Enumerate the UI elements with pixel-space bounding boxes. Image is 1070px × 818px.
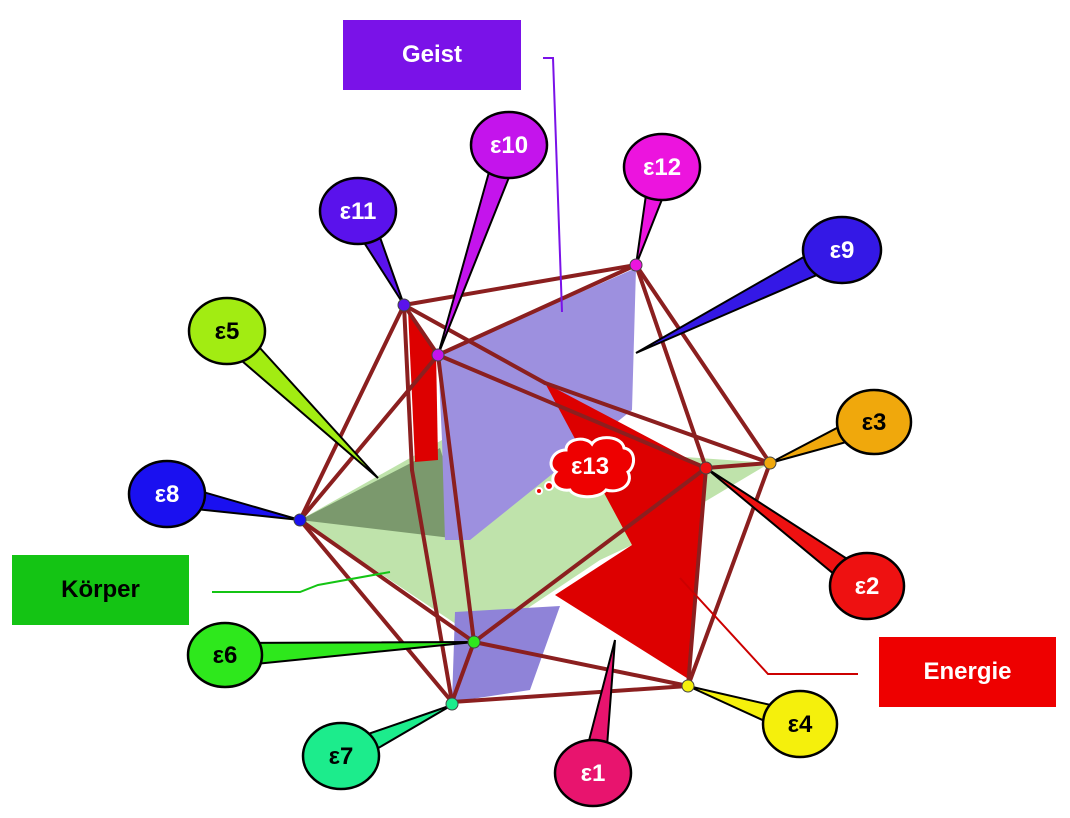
callout-label-e7: ε7 bbox=[329, 743, 354, 770]
point-callouts: ε1 ε2 ε3 ε4 ε5 ε6 ε7 ε8 ε9 ε10 ε11 ε12 bbox=[127, 110, 913, 808]
vertex-dots bbox=[293, 258, 777, 711]
callout-e2: ε2 bbox=[705, 467, 906, 621]
callout-bubble-e1 bbox=[553, 738, 633, 808]
callout-bubble-e6 bbox=[186, 621, 264, 689]
energie-label-box: Energie bbox=[879, 637, 1056, 707]
geist-connector bbox=[543, 57, 563, 313]
icosahedron-edges bbox=[298, 263, 772, 704]
vertex-dot-e8 bbox=[293, 513, 307, 527]
callout-label-e9: ε9 bbox=[830, 237, 855, 264]
geist-label-box: Geist bbox=[343, 20, 521, 90]
vertex-dot-e11 bbox=[397, 298, 411, 312]
vertex-dot-e4 bbox=[681, 679, 695, 693]
callout-label-e8: ε8 bbox=[155, 481, 180, 508]
koerper-plane-shade bbox=[300, 448, 468, 540]
geist-plane bbox=[438, 268, 636, 540]
callout-e7: ε7 bbox=[301, 704, 453, 791]
callout-label-e6: ε6 bbox=[213, 642, 238, 669]
callout-e10: ε10 bbox=[437, 110, 549, 356]
vertex-dot-e3 bbox=[763, 456, 777, 470]
vertex-dot-e2 bbox=[699, 461, 713, 475]
vertex-dot-e10 bbox=[431, 348, 445, 362]
callout-label-e12: ε12 bbox=[643, 154, 681, 181]
callout-bubble-e9 bbox=[801, 215, 883, 285]
koerper-connector bbox=[212, 571, 391, 593]
callout-e6: ε6 bbox=[186, 621, 475, 689]
thought-cloud bbox=[549, 436, 635, 499]
callout-label-e1: ε1 bbox=[581, 760, 606, 787]
center-thought-bubble: ε13 bbox=[535, 436, 635, 499]
callout-label-e2: ε2 bbox=[855, 573, 880, 600]
callout-e11: ε11 bbox=[318, 176, 405, 306]
thought-dot-small bbox=[535, 487, 543, 495]
callout-bubble-e3 bbox=[835, 388, 913, 456]
koerper-label-box: Körper bbox=[12, 555, 189, 625]
geist-plane-lower bbox=[452, 606, 560, 702]
callout-e5: ε5 bbox=[187, 296, 379, 479]
callout-bubble-e12 bbox=[622, 132, 702, 202]
callout-bubble-e2 bbox=[828, 551, 906, 621]
vertex-dot-e7 bbox=[445, 697, 459, 711]
callout-bubble-e7 bbox=[301, 721, 381, 791]
callout-bubble-e10 bbox=[469, 110, 549, 180]
energie-connector bbox=[679, 577, 858, 675]
callout-e9: ε9 bbox=[635, 215, 883, 354]
callout-e3: ε3 bbox=[769, 388, 913, 464]
callout-label-e4: ε4 bbox=[788, 711, 813, 738]
vertex-dot-e6 bbox=[467, 635, 481, 649]
callout-bubble-e4 bbox=[761, 689, 839, 759]
callout-bubble-e8 bbox=[127, 459, 207, 529]
callout-label-e11: ε11 bbox=[340, 198, 377, 225]
callout-e8: ε8 bbox=[127, 459, 301, 529]
callout-e12: ε12 bbox=[622, 132, 702, 266]
callout-bubble-e11 bbox=[318, 176, 398, 246]
center-label: ε13 bbox=[571, 453, 609, 480]
golden-rectangle-planes bbox=[300, 268, 770, 702]
box-connectors bbox=[212, 57, 858, 675]
callout-e4: ε4 bbox=[687, 685, 839, 759]
callout-e1: ε1 bbox=[553, 639, 633, 808]
callout-bubble-e5 bbox=[187, 296, 267, 366]
energie-plane-back bbox=[408, 310, 438, 462]
vertex-dot-e12 bbox=[629, 258, 643, 272]
callout-label-e3: ε3 bbox=[862, 409, 887, 436]
thought-dot-large bbox=[544, 481, 554, 491]
callout-label-e10: ε10 bbox=[490, 132, 528, 159]
callout-label-e5: ε5 bbox=[215, 318, 240, 345]
